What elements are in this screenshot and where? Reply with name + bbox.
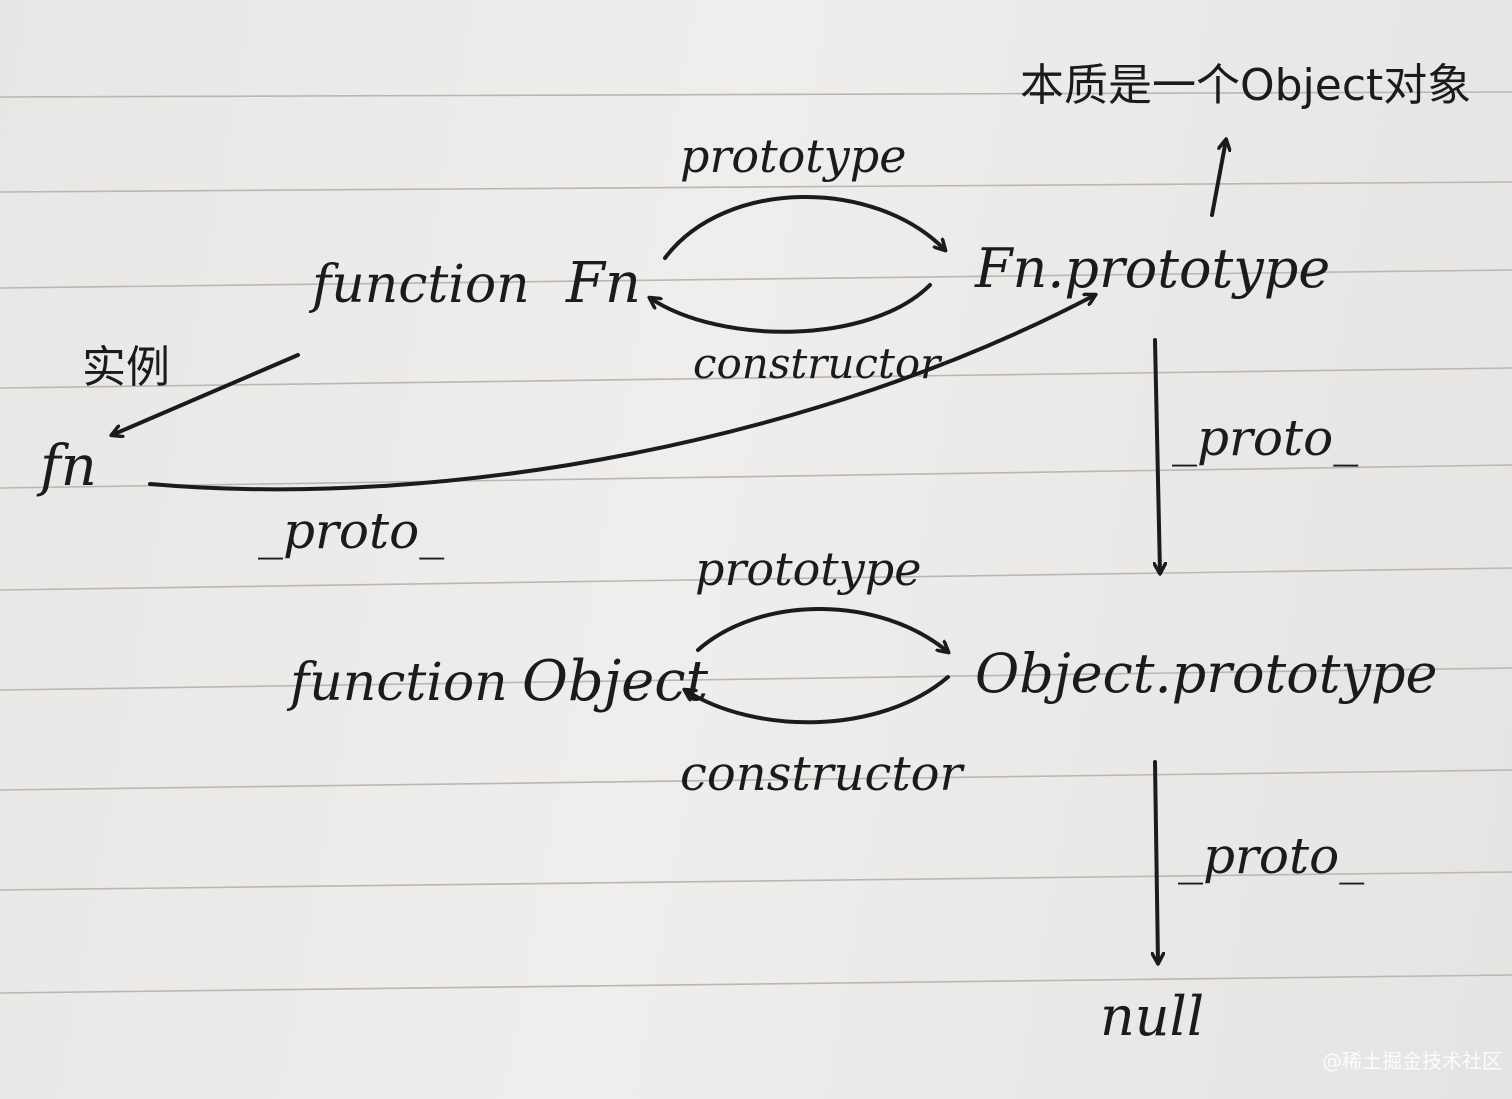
proto-label-right-bottom: _proto_	[1178, 827, 1364, 885]
prototype-label-bottom: prototype	[695, 542, 921, 596]
object-prototype-node: Object.prototype	[975, 642, 1437, 705]
function-keyword-object: function	[286, 653, 508, 713]
proto-label-left: _proto_	[258, 502, 444, 560]
ruled-lines	[0, 91, 1512, 994]
fn-constructor-name: Fn	[565, 251, 641, 316]
prototype-label-top: prototype	[680, 129, 906, 183]
null-node: null	[1100, 985, 1204, 1048]
object-constructor-name: Object	[522, 649, 709, 714]
constructor-label-top: constructor	[693, 339, 943, 388]
prototype-arrow-top	[663, 195, 945, 260]
proto-arrow-fn-to-fn-prototype	[148, 295, 1095, 492]
constructor-arrow-top	[650, 283, 932, 334]
top-note-arrow	[1210, 140, 1226, 217]
diagram-edges	[112, 140, 1226, 963]
prototype-arrow-bottom	[696, 607, 948, 652]
instance-arrow	[112, 353, 300, 435]
top-note-label: 本质是一个Object对象	[1020, 60, 1471, 111]
instance-label: 实例	[82, 342, 170, 393]
function-keyword-fn: function	[308, 255, 530, 315]
proto-label-right-top: _proto_	[1172, 409, 1358, 467]
fn-prototype-node: Fn.prototype	[974, 237, 1330, 300]
watermark: @稀土掘金技术社区	[1322, 1049, 1502, 1073]
proto-arrow-object-prototype-to-null	[1155, 760, 1158, 963]
proto-arrow-fn-prototype-to-object-prototype	[1155, 338, 1160, 573]
instance-fn-node: fn	[36, 434, 97, 499]
constructor-label-bottom: constructor	[680, 746, 966, 802]
constructor-arrow-bottom	[685, 675, 950, 725]
